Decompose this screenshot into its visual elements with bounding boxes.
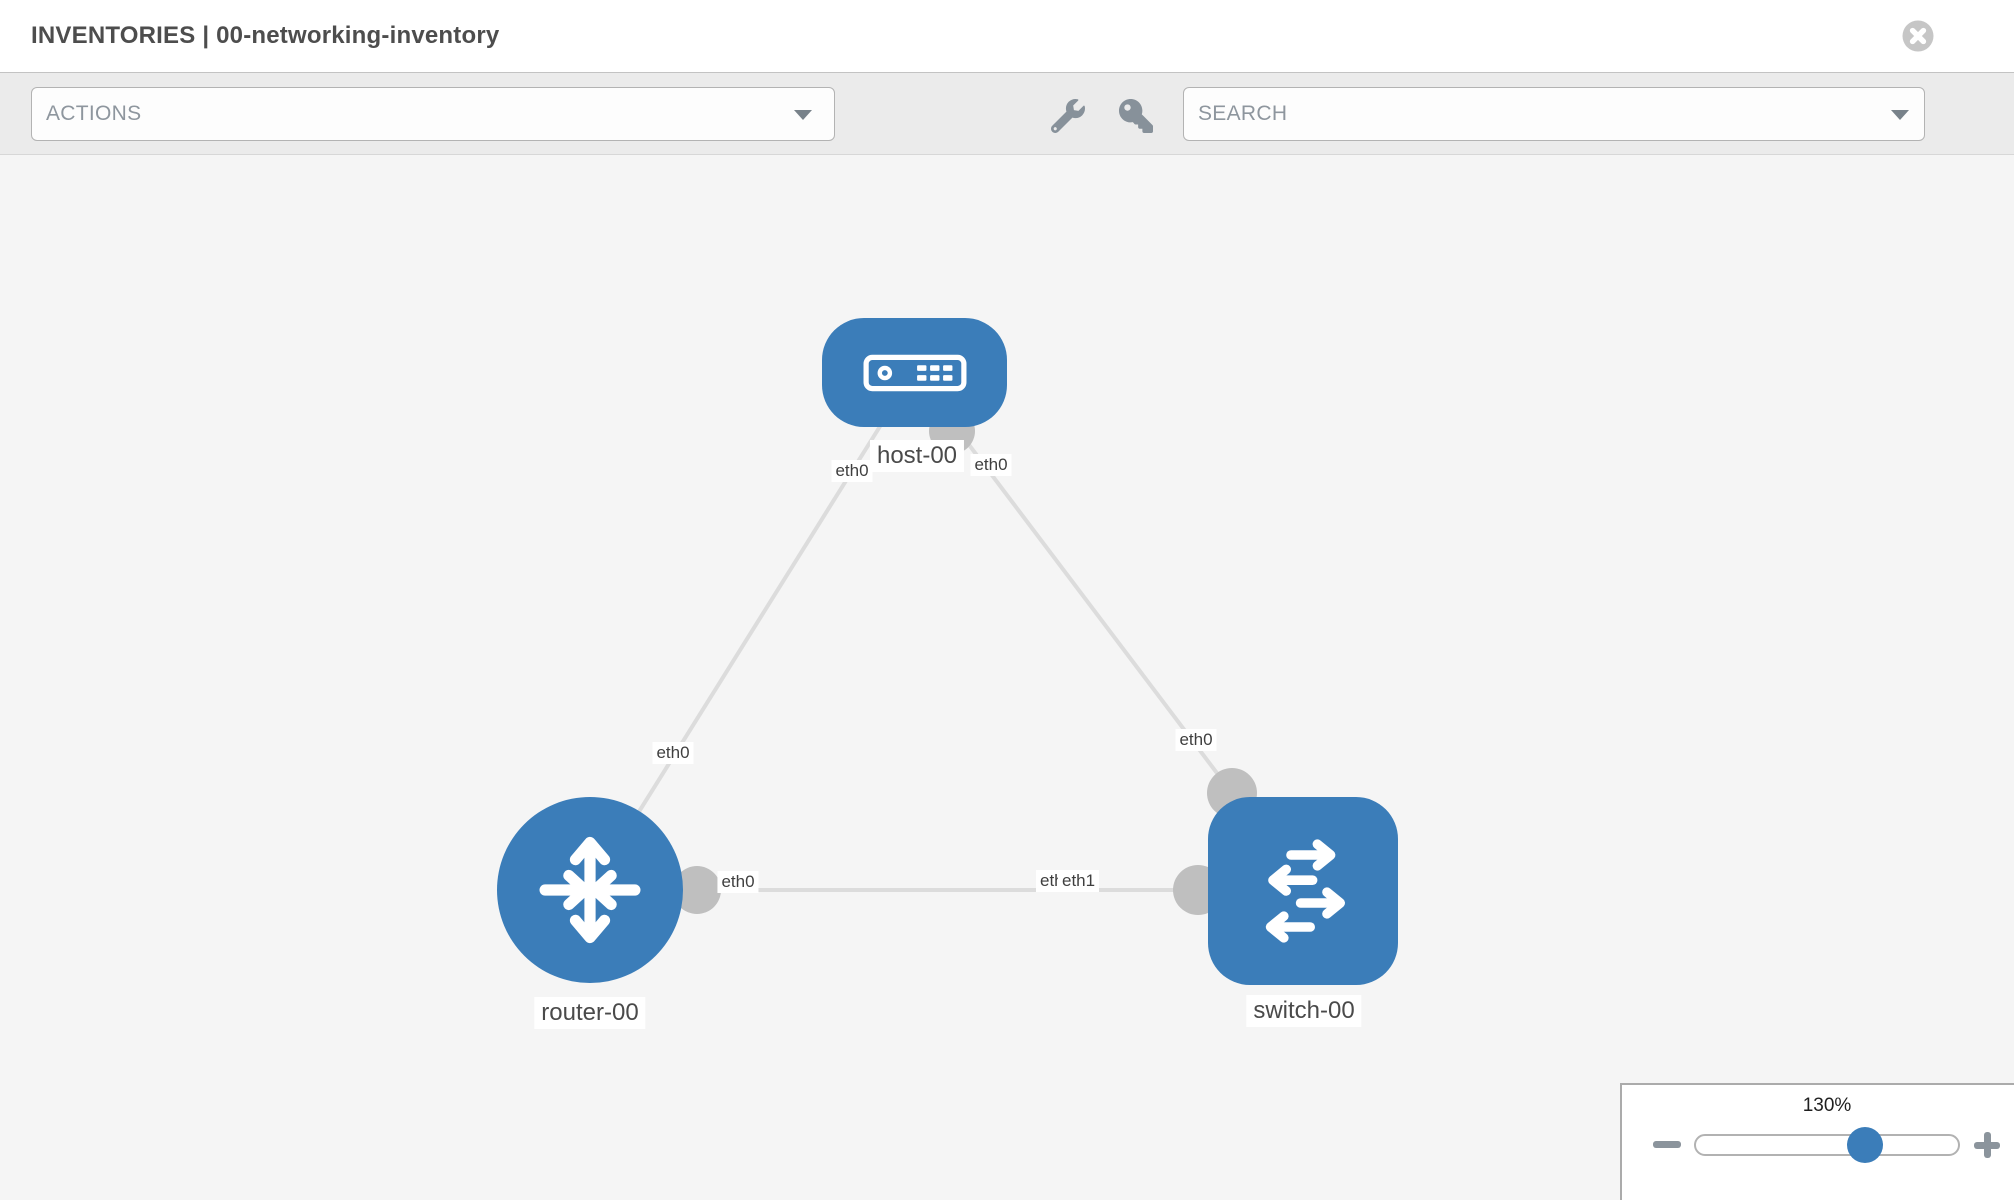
node-switch-00[interactable] bbox=[1208, 797, 1398, 985]
key-icon[interactable] bbox=[1119, 99, 1153, 133]
interface-label-eth0: eth0 bbox=[831, 460, 873, 482]
close-icon[interactable] bbox=[1902, 20, 1934, 52]
interface-label-eth0: eth0 bbox=[970, 454, 1012, 476]
actions-dropdown[interactable]: ACTIONS bbox=[31, 87, 835, 141]
zoom-out-button[interactable] bbox=[1653, 1141, 1681, 1148]
host-icon bbox=[863, 354, 966, 391]
zoom-in-button[interactable] bbox=[1974, 1132, 2000, 1158]
node-label-switch: switch-00 bbox=[1246, 995, 1362, 1027]
actions-dropdown-label: ACTIONS bbox=[46, 102, 142, 125]
port-connector-router-right[interactable] bbox=[673, 866, 721, 914]
switch-icon bbox=[1265, 839, 1345, 943]
zoom-slider[interactable] bbox=[1694, 1127, 1960, 1163]
node-router-00[interactable] bbox=[497, 797, 683, 983]
page-title: INVENTORIES | 00-networking-inventory bbox=[31, 22, 500, 49]
interface-label-eth1: eth1 bbox=[1058, 870, 1100, 892]
wrench-icon[interactable] bbox=[1051, 99, 1085, 133]
header: INVENTORIES | 00-networking-inventory bbox=[0, 0, 2014, 72]
interface-label-eth0: eth0 bbox=[652, 742, 694, 764]
toolbar: ACTIONS SEARCH bbox=[0, 72, 2014, 155]
node-host-00[interactable] bbox=[822, 318, 1007, 427]
chevron-down-icon bbox=[1891, 110, 1909, 120]
zoom-level: 130% bbox=[1802, 1095, 1852, 1116]
router-icon bbox=[539, 836, 641, 944]
zoom-panel: 130% bbox=[1620, 1083, 2014, 1200]
search-dropdown-label: SEARCH bbox=[1198, 102, 1288, 125]
node-label-router: router-00 bbox=[534, 997, 646, 1029]
search-dropdown[interactable]: SEARCH bbox=[1183, 87, 1925, 141]
topology-canvas[interactable]: host-00 router-00 switch-00 eth0 eth0 et… bbox=[0, 155, 2014, 1200]
node-label-host: host-00 bbox=[869, 440, 965, 472]
interface-label-eth0: eth0 bbox=[1175, 729, 1217, 751]
link-host-router[interactable] bbox=[588, 370, 916, 892]
interface-label-eth0: eth0 bbox=[717, 871, 759, 893]
chevron-down-icon bbox=[794, 110, 812, 120]
zoom-slider-thumb[interactable] bbox=[1847, 1127, 1883, 1163]
